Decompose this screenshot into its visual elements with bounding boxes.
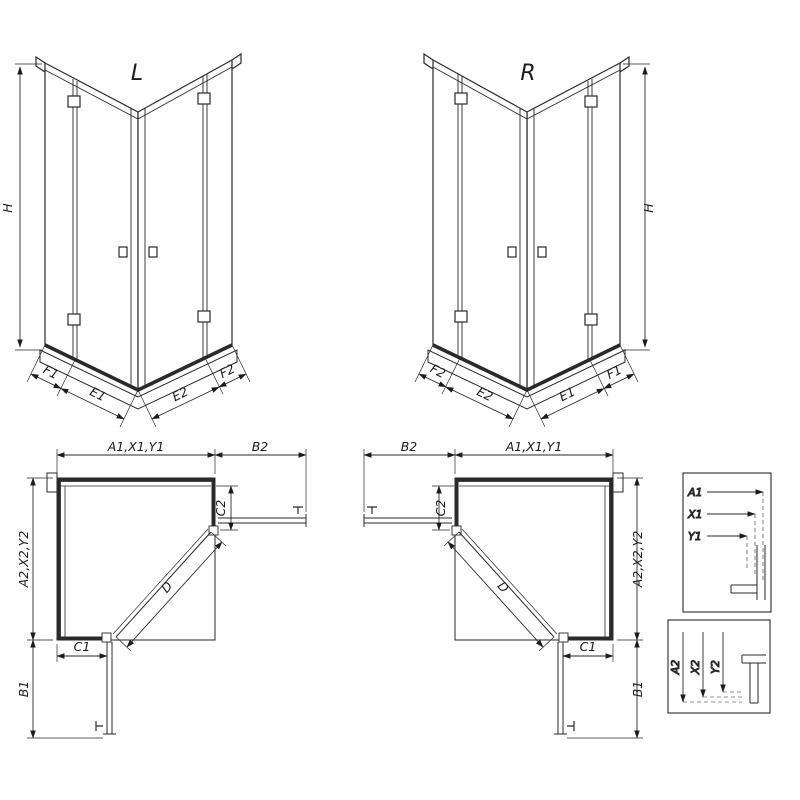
dim-label-f2-right: F2 xyxy=(428,361,448,381)
plan-left-labels: A1,X1,Y1 B2 C2 A2,X2,Y2 C1 B1 D xyxy=(16,439,268,697)
dim-label-e1-right: E1 xyxy=(557,384,578,404)
dim-label-a1-plan-left: A1,X1,Y1 xyxy=(107,439,165,454)
dim-label-d-plan-right: D xyxy=(495,578,513,595)
dim-label-b1-plan-right: B1 xyxy=(630,681,645,698)
detail-panel-top: A1 X1 Y1 xyxy=(682,472,772,613)
dim-label-e2-right: E2 xyxy=(475,384,496,404)
plan-right-labels: B2 A1,X1,Y1 C2 A2,X2,Y2 C1 B1 D xyxy=(401,439,645,697)
detail-panel-bottom: A2 X2 Y2 xyxy=(667,619,771,714)
dim-label-b2-plan-left: B2 xyxy=(252,439,269,454)
dim-label-c1-plan-right: C1 xyxy=(580,639,597,654)
dim-label-b2-plan-right: B2 xyxy=(401,439,418,454)
dim-label-c2-plan-left: C2 xyxy=(213,500,228,517)
iso-right-labels: R H F2 E2 E1 F1 xyxy=(428,61,656,404)
dim-label-e2-left: E2 xyxy=(170,384,191,404)
dim-label-f2-left: F2 xyxy=(217,361,237,381)
iso-left-labels: L H F1 E1 E2 F2 xyxy=(0,61,237,404)
dim-label-f1-left: F1 xyxy=(41,362,61,382)
plan-view-right xyxy=(364,449,643,738)
dim-label-h-left: H xyxy=(0,203,15,213)
detail-label-x2: X2 xyxy=(689,660,702,676)
dim-label-a2-plan-left: A2,X2,Y2 xyxy=(16,531,31,589)
dim-label-a2-plan-right: A2,X2,Y2 xyxy=(630,531,645,589)
view-label-r: R xyxy=(520,61,535,86)
detail-label-a1: A1 xyxy=(687,486,703,499)
dim-label-e1-left: E1 xyxy=(88,384,109,404)
dim-label-b1-plan-left: B1 xyxy=(16,681,31,698)
dim-label-d-plan-left: D xyxy=(158,578,176,595)
detail-label-x1: X1 xyxy=(687,508,703,521)
detail-label-a2: A2 xyxy=(669,660,682,676)
dim-label-a1-plan-right: A1,X1,Y1 xyxy=(505,439,563,454)
view-label-l: L xyxy=(131,61,143,86)
detail-label-y2: Y2 xyxy=(709,660,722,674)
dim-label-h-right: H xyxy=(641,203,656,213)
dim-label-f1-right: F1 xyxy=(604,362,624,382)
detail-label-y1: Y1 xyxy=(688,530,702,543)
dim-label-c1-plan-left: C1 xyxy=(74,639,91,654)
dim-label-c2-plan-right: C2 xyxy=(433,500,448,517)
